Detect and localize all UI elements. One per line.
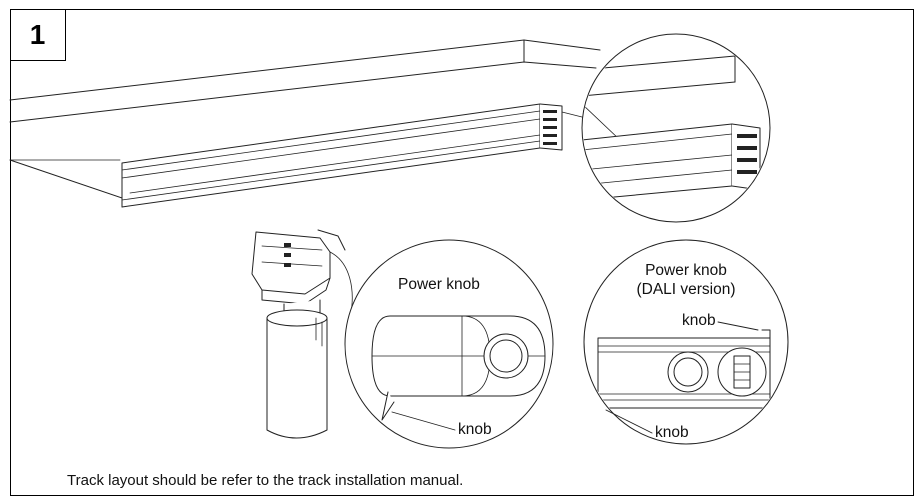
installation-note: Track layout should be refer to the trac… [67, 472, 464, 489]
spotlight [251, 229, 353, 439]
track-rail [121, 103, 587, 208]
label-power-knob: Power knob [398, 276, 480, 293]
step-number: 1 [10, 9, 66, 61]
track-end-detail [581, 33, 771, 223]
label-dali-power-knob: Power knob [645, 262, 727, 279]
label-dali-version: (DALI version) [636, 281, 736, 298]
diagram-frame [10, 9, 914, 496]
power-knob-detail [344, 239, 554, 449]
dali-knob-detail [583, 239, 789, 445]
label-knob-dali-bottom: knob [655, 424, 689, 441]
label-knob: knob [458, 421, 492, 438]
ceiling [9, 39, 601, 201]
leader-lines [391, 321, 759, 434]
label-knob-dali-top: knob [682, 312, 716, 329]
